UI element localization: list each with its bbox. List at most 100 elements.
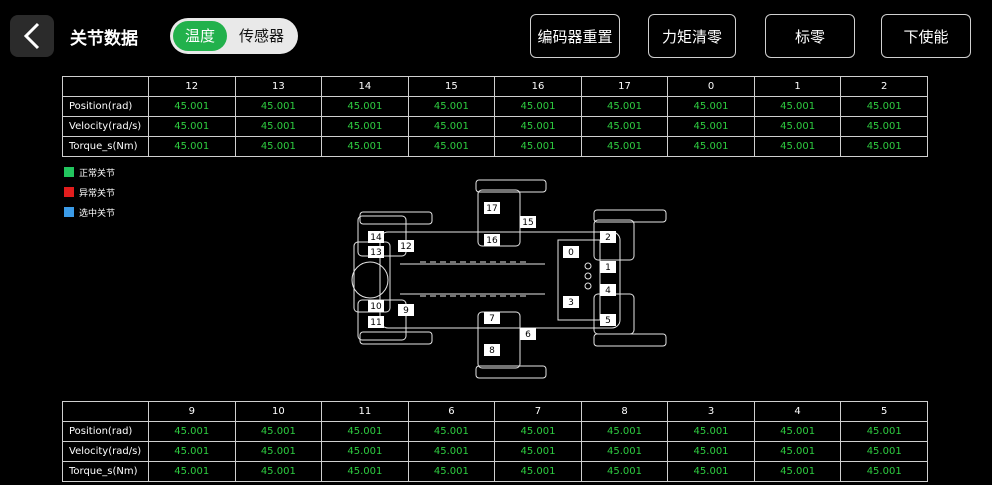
joint-label-1[interactable]: 1: [605, 263, 611, 273]
value-cell: 45.001: [840, 136, 928, 157]
value-cell: 45.001: [753, 136, 842, 157]
value-cell: 45.001: [494, 421, 582, 442]
value-cell: 45.001: [580, 96, 669, 117]
legend-label-abnormal: 异常关节: [79, 188, 116, 199]
joint-label-11[interactable]: 11: [370, 318, 381, 328]
joint-header: 5: [840, 401, 928, 422]
row-label: Position(rad): [62, 96, 149, 117]
joint-label-7[interactable]: 7: [489, 314, 495, 324]
value-cell: 45.001: [580, 441, 669, 462]
value-cell: 45.001: [753, 461, 842, 482]
value-cell: 45.001: [753, 421, 842, 442]
calibrate-button[interactable]: 标零: [765, 14, 855, 58]
value-cell: 45.001: [667, 96, 755, 117]
value-cell: 45.001: [667, 461, 755, 482]
leg-rear-left: [593, 209, 667, 261]
joint-header: 1: [753, 76, 842, 97]
joint-label-12[interactable]: 12: [400, 242, 411, 252]
value-cell: 45.001: [580, 116, 669, 137]
value-cell: 45.001: [234, 116, 323, 137]
joint-header: 3: [667, 401, 755, 422]
row-label: Velocity(rad/s): [62, 116, 149, 137]
value-cell: 45.001: [494, 136, 582, 157]
legend-selected: 选中关节: [64, 204, 115, 220]
value-cell: 45.001: [667, 421, 755, 442]
joint-label-2[interactable]: 2: [605, 233, 611, 243]
value-cell: 45.001: [840, 96, 928, 117]
joint-label-17[interactable]: 17: [486, 204, 497, 214]
row-label: Torque_s(Nm): [62, 461, 149, 482]
encoder-reset-button[interactable]: 编码器重置: [530, 14, 620, 58]
robot-rear-box: [557, 239, 601, 321]
disable-button[interactable]: 下使能: [881, 14, 971, 58]
row-label: Velocity(rad/s): [62, 441, 149, 462]
joint-label-3[interactable]: 3: [568, 298, 574, 308]
joint-label-6[interactable]: 6: [525, 330, 531, 340]
value-cell: 45.001: [407, 441, 496, 462]
joint-header: 15: [407, 76, 496, 97]
value-cell: 45.001: [234, 136, 323, 157]
value-cell: 45.001: [321, 441, 409, 462]
joint-label-16[interactable]: 16: [486, 236, 498, 246]
value-cell: 45.001: [407, 116, 496, 137]
value-cell: 45.001: [667, 136, 755, 157]
value-cell: 45.001: [753, 96, 842, 117]
joint-label-13[interactable]: 13: [370, 248, 381, 258]
robot-head: [351, 261, 389, 299]
joint-label-14[interactable]: 14: [370, 233, 382, 243]
legend-abnormal: 异常关节: [64, 184, 115, 200]
value-cell: 45.001: [667, 116, 755, 137]
value-cell: 45.001: [407, 421, 496, 442]
legend-swatch-abnormal: [64, 187, 74, 197]
value-cell: 45.001: [667, 441, 755, 462]
robot-body: [379, 231, 621, 329]
joint-header: 6: [407, 401, 496, 422]
value-cell: 45.001: [407, 96, 496, 117]
joint-label-8[interactable]: 8: [489, 346, 495, 356]
value-cell: 45.001: [234, 96, 323, 117]
joint-header: 2: [840, 76, 928, 97]
value-cell: 45.001: [148, 441, 236, 462]
joint-label-0[interactable]: 0: [568, 248, 574, 258]
value-cell: 45.001: [840, 421, 928, 442]
joint-label-15[interactable]: 15: [522, 218, 533, 228]
joint-header: 8: [580, 401, 669, 422]
value-cell: 45.001: [753, 116, 842, 137]
value-cell: 45.001: [494, 461, 582, 482]
legend-swatch-normal: [64, 167, 74, 177]
data-type-toggle[interactable]: 温度 传感器: [170, 18, 298, 54]
value-cell: 45.001: [580, 421, 669, 442]
robot-diagram: 14 13 12 17 15 16 0 2 1 3 4 5 10 11 9 7 …: [351, 179, 667, 379]
value-cell: 45.001: [494, 116, 582, 137]
corner-cell: [62, 401, 149, 422]
joint-header: 0: [667, 76, 755, 97]
value-cell: 45.001: [753, 441, 842, 462]
joint-header: 14: [321, 76, 409, 97]
value-cell: 45.001: [494, 441, 582, 462]
toggle-temperature[interactable]: 温度: [173, 21, 228, 51]
row-label: Position(rad): [62, 421, 149, 442]
value-cell: 45.001: [148, 96, 236, 117]
value-cell: 45.001: [234, 421, 323, 442]
joint-label-4[interactable]: 4: [605, 286, 611, 296]
value-cell: 45.001: [840, 441, 928, 462]
joint-label-5[interactable]: 5: [605, 316, 611, 326]
row-label: Torque_s(Nm): [62, 136, 149, 157]
joint-header: 7: [494, 401, 582, 422]
joint-header: 10: [234, 401, 323, 422]
value-cell: 45.001: [407, 136, 496, 157]
joint-label-10[interactable]: 10: [370, 302, 382, 312]
value-cell: 45.001: [148, 136, 236, 157]
torque-zero-button[interactable]: 力矩清零: [648, 14, 736, 58]
back-button[interactable]: [10, 15, 54, 57]
toggle-sensor[interactable]: 传感器: [239, 27, 285, 45]
legend-label-normal: 正常关节: [79, 168, 116, 179]
page-title: 关节数据: [70, 29, 138, 49]
joint-label-9[interactable]: 9: [403, 306, 409, 316]
